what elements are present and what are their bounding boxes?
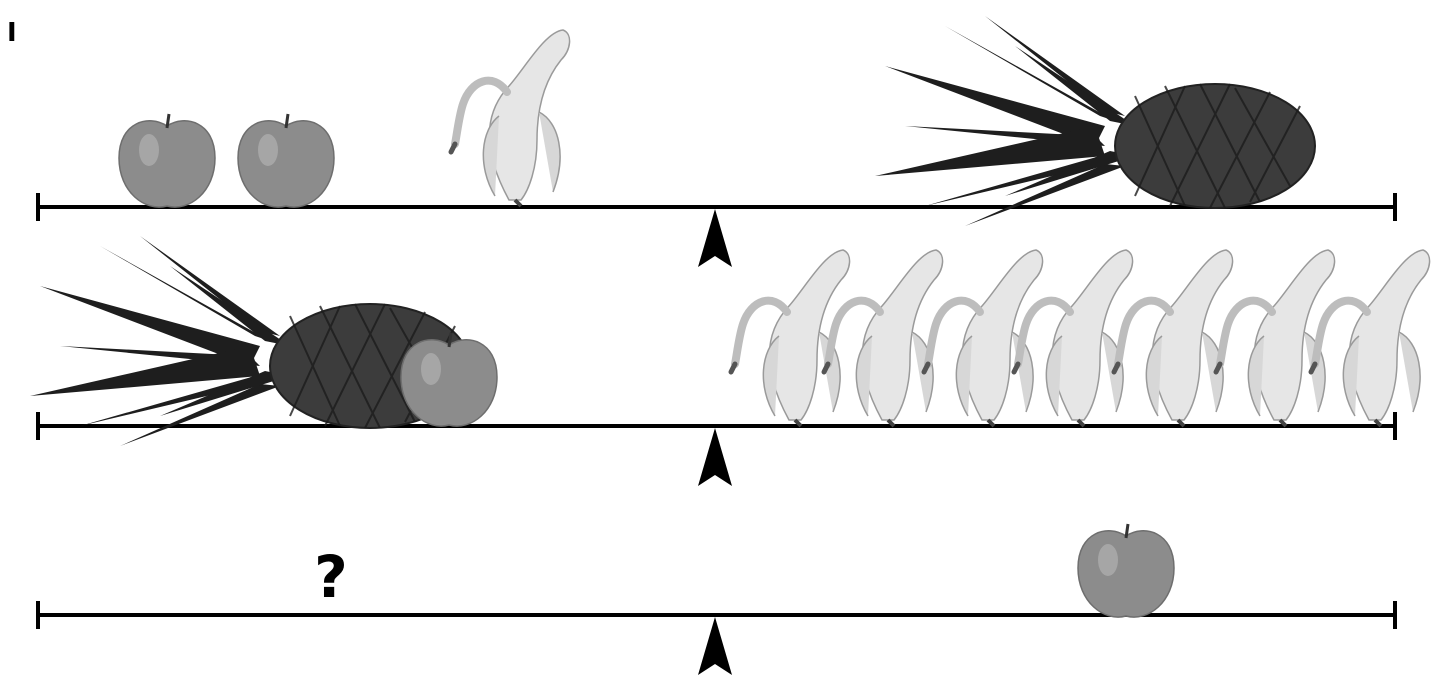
scale-1 [36,15,1397,267]
question-mark: ? [314,543,348,611]
banana [451,30,570,206]
apple [1076,522,1176,619]
scale-3: ? [36,522,1397,675]
panel-label: I [7,18,17,48]
apple [117,112,217,209]
fulcrum [698,428,732,486]
fulcrum [698,617,732,675]
fulcrum [698,209,732,267]
pineapple [874,15,1316,227]
scale-2 [29,235,1430,486]
apple [236,112,336,209]
banana [1114,250,1233,426]
pineapple [29,235,471,447]
apple [399,331,499,428]
